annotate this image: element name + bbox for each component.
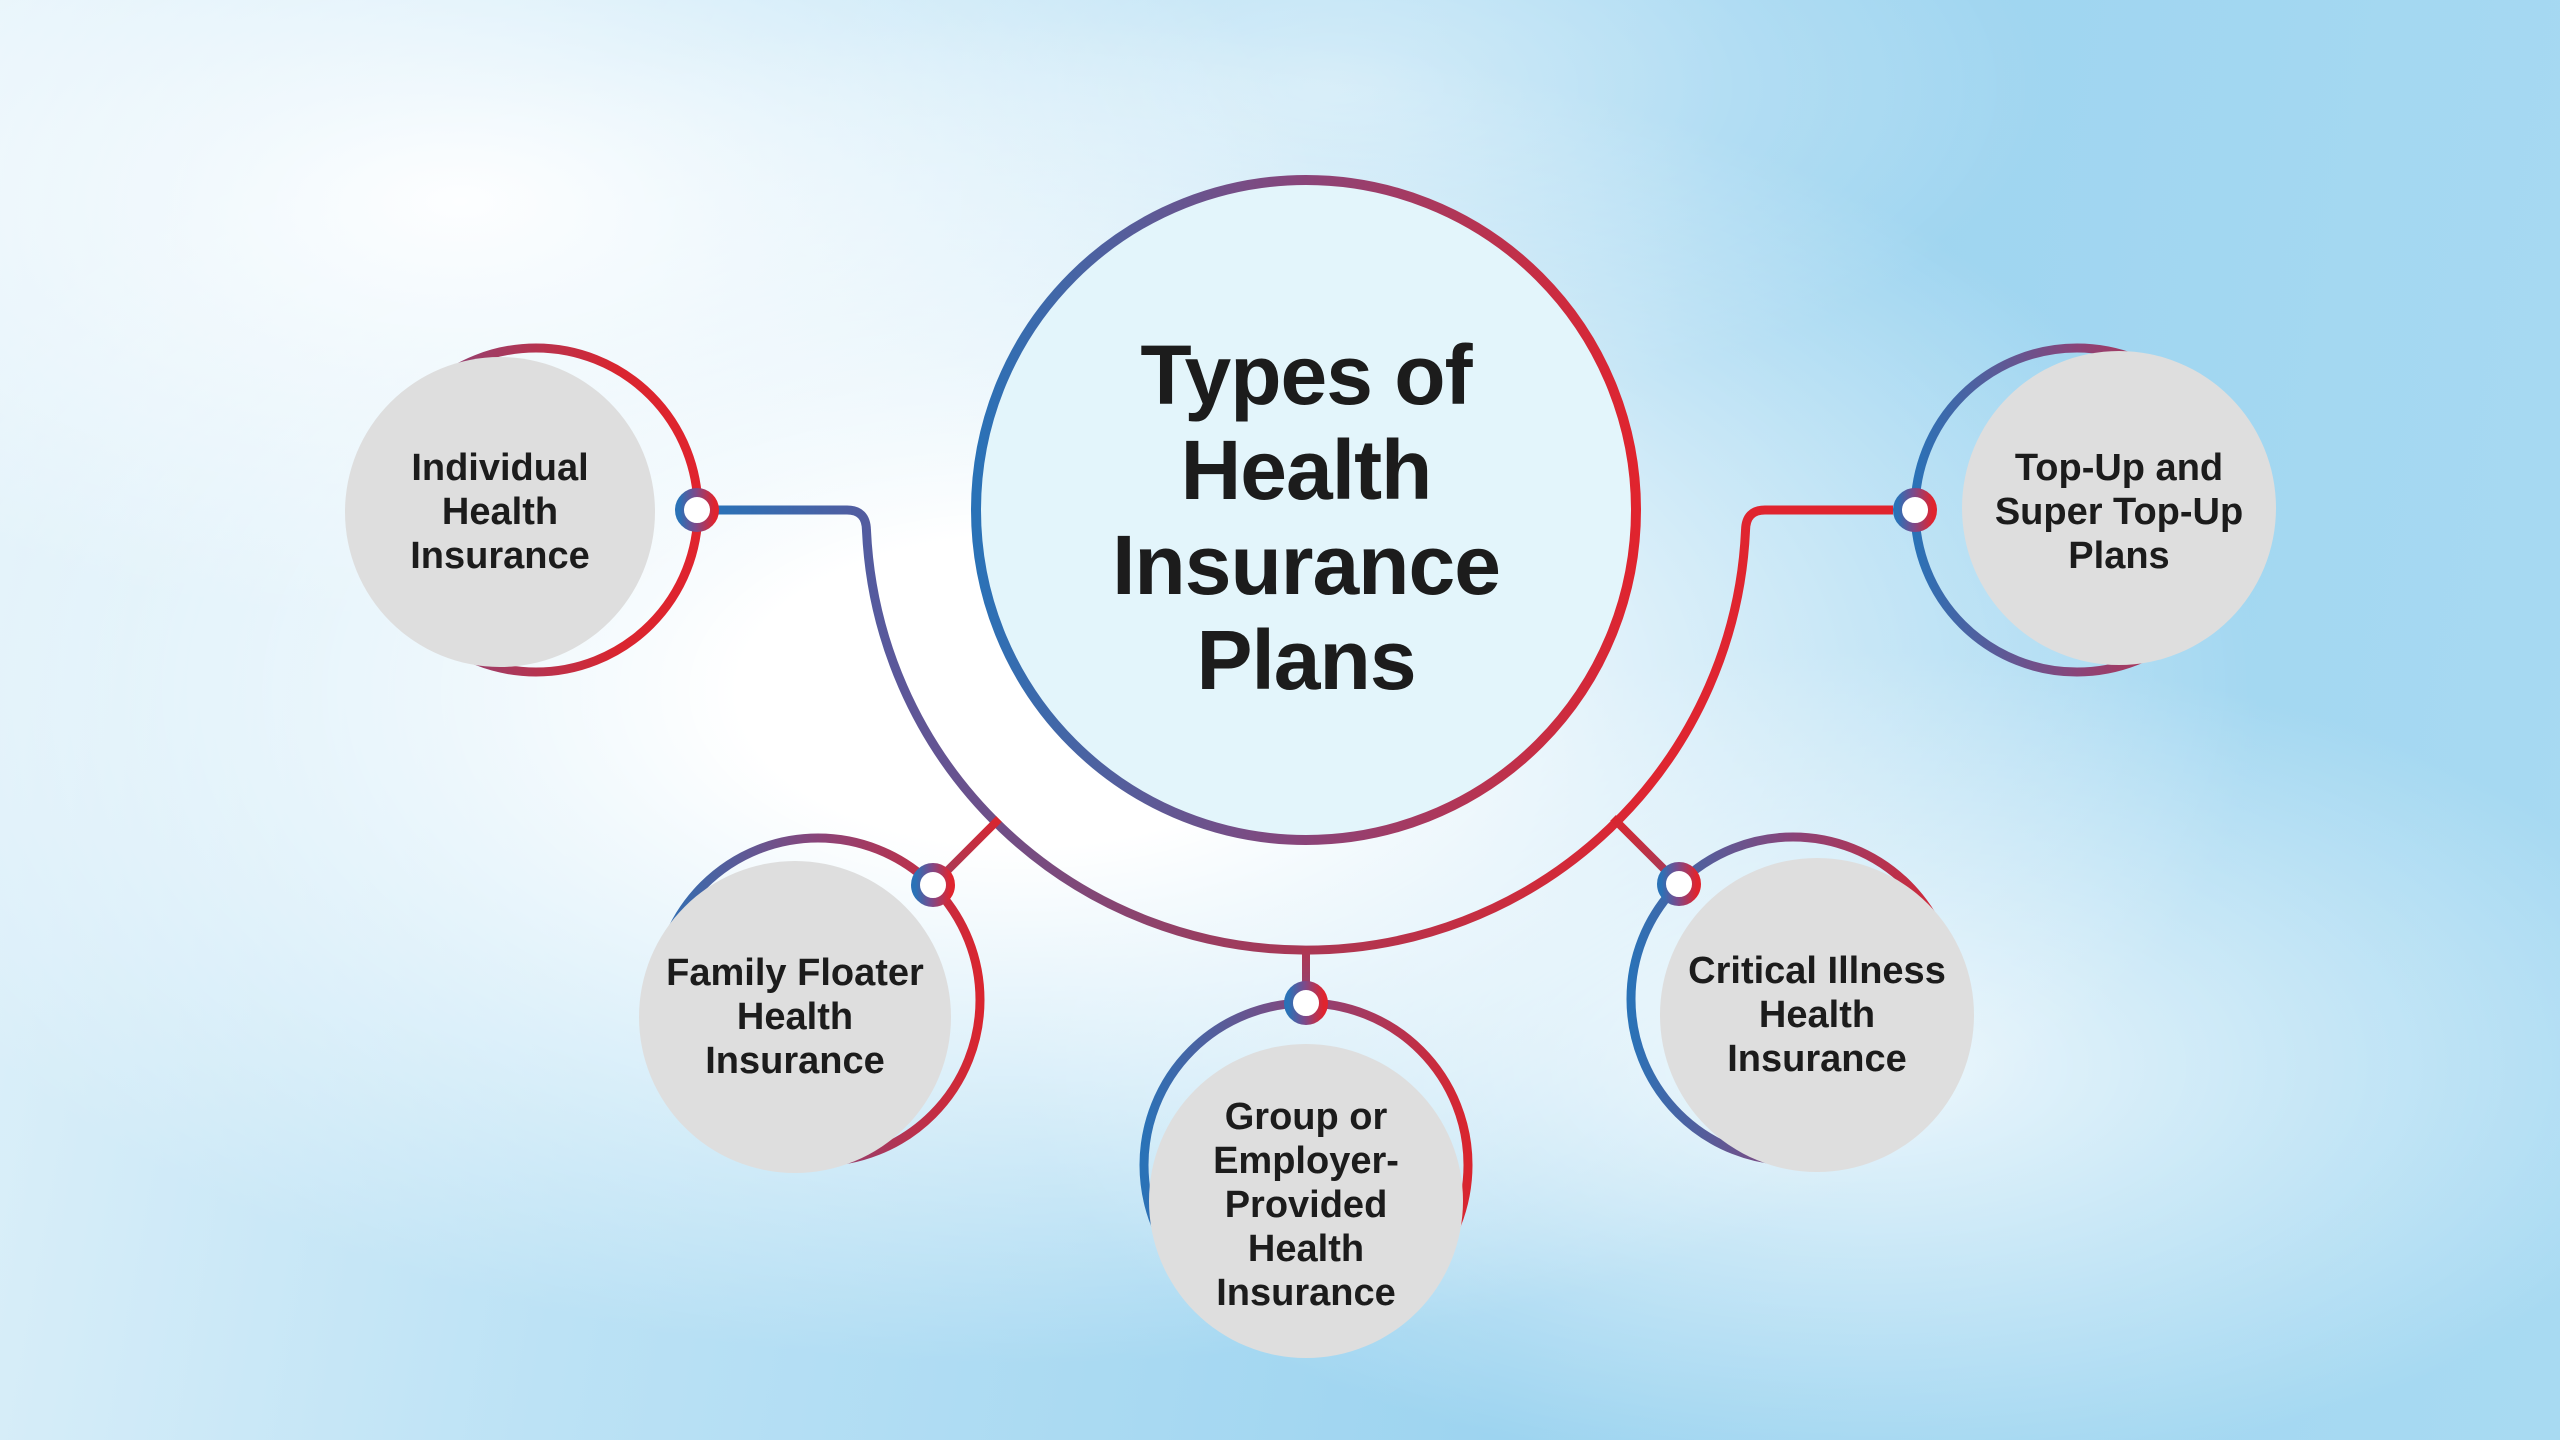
disc-top-up: [1962, 351, 2276, 665]
node-ring-top-up: [1893, 488, 1937, 532]
disc-group-employer: [1149, 1044, 1463, 1358]
disc-family-floater: [639, 861, 951, 1173]
node-ring-family-floater: [911, 863, 955, 907]
disc-critical-illness: [1660, 858, 1974, 1172]
node-label-individual: Individual Health Insurance: [410, 446, 590, 578]
node-label-group-employer: Group or Employer- Provided Health Insur…: [1213, 1095, 1399, 1315]
node-label-family-floater: Family Floater Health Insurance: [666, 951, 924, 1083]
node-ring-critical-illness: [1657, 862, 1701, 906]
node-label-critical-illness: Critical Illness Health Insurance: [1688, 949, 1946, 1081]
disc-individual: [345, 357, 655, 667]
node-ring-group-employer: [1284, 981, 1328, 1025]
hub-title: Types of Health Insurance Plans: [1112, 328, 1501, 707]
hub-circle: [971, 175, 1641, 845]
node-label-top-up: Top-Up and Super Top-Up Plans: [1994, 446, 2244, 578]
node-ring-individual: [675, 488, 719, 532]
